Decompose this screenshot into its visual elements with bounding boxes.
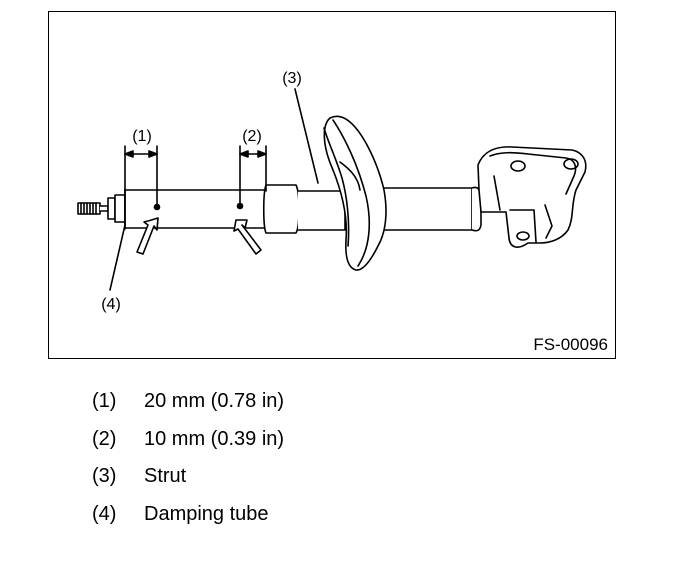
legend-item: (2) 10 mm (0.39 in)	[92, 424, 284, 462]
legend-text: 10 mm (0.39 in)	[144, 427, 285, 450]
figure-id: FS-00096	[533, 335, 608, 354]
legend-number: (4)	[92, 502, 117, 525]
leader-line-4	[109, 224, 126, 291]
callout-4: (4)	[101, 296, 121, 313]
spring-seat	[323, 115, 387, 271]
legend-text: 20 mm (0.78 in)	[144, 390, 285, 412]
legend-item: (1) 20 mm (0.78 in)	[92, 386, 284, 424]
strut-body	[262, 184, 482, 234]
dimension-2-marker	[233, 145, 267, 255]
legend-text: Damping tube	[144, 502, 269, 525]
figure-frame	[48, 11, 616, 359]
callout-3: (3)	[282, 70, 302, 87]
legend-number: (2)	[92, 427, 117, 450]
legend-item: (4) Damping tube	[92, 499, 284, 537]
callout-1: (1)	[132, 128, 152, 145]
leader-line-3	[294, 88, 319, 184]
dimension-1-marker	[124, 145, 161, 255]
callout-2: (2)	[242, 128, 262, 145]
legend-list: (1) 20 mm (0.78 in) (2) 10 mm (0.39 in) (3…	[92, 386, 284, 536]
legend-number: (3)	[92, 465, 117, 487]
legend-item: (3) Strut	[92, 461, 284, 499]
legend-number: (1)	[92, 390, 117, 412]
legend-text: Strut	[144, 465, 187, 487]
knuckle-bracket	[477, 146, 587, 248]
threaded-rod-end	[77, 194, 126, 223]
